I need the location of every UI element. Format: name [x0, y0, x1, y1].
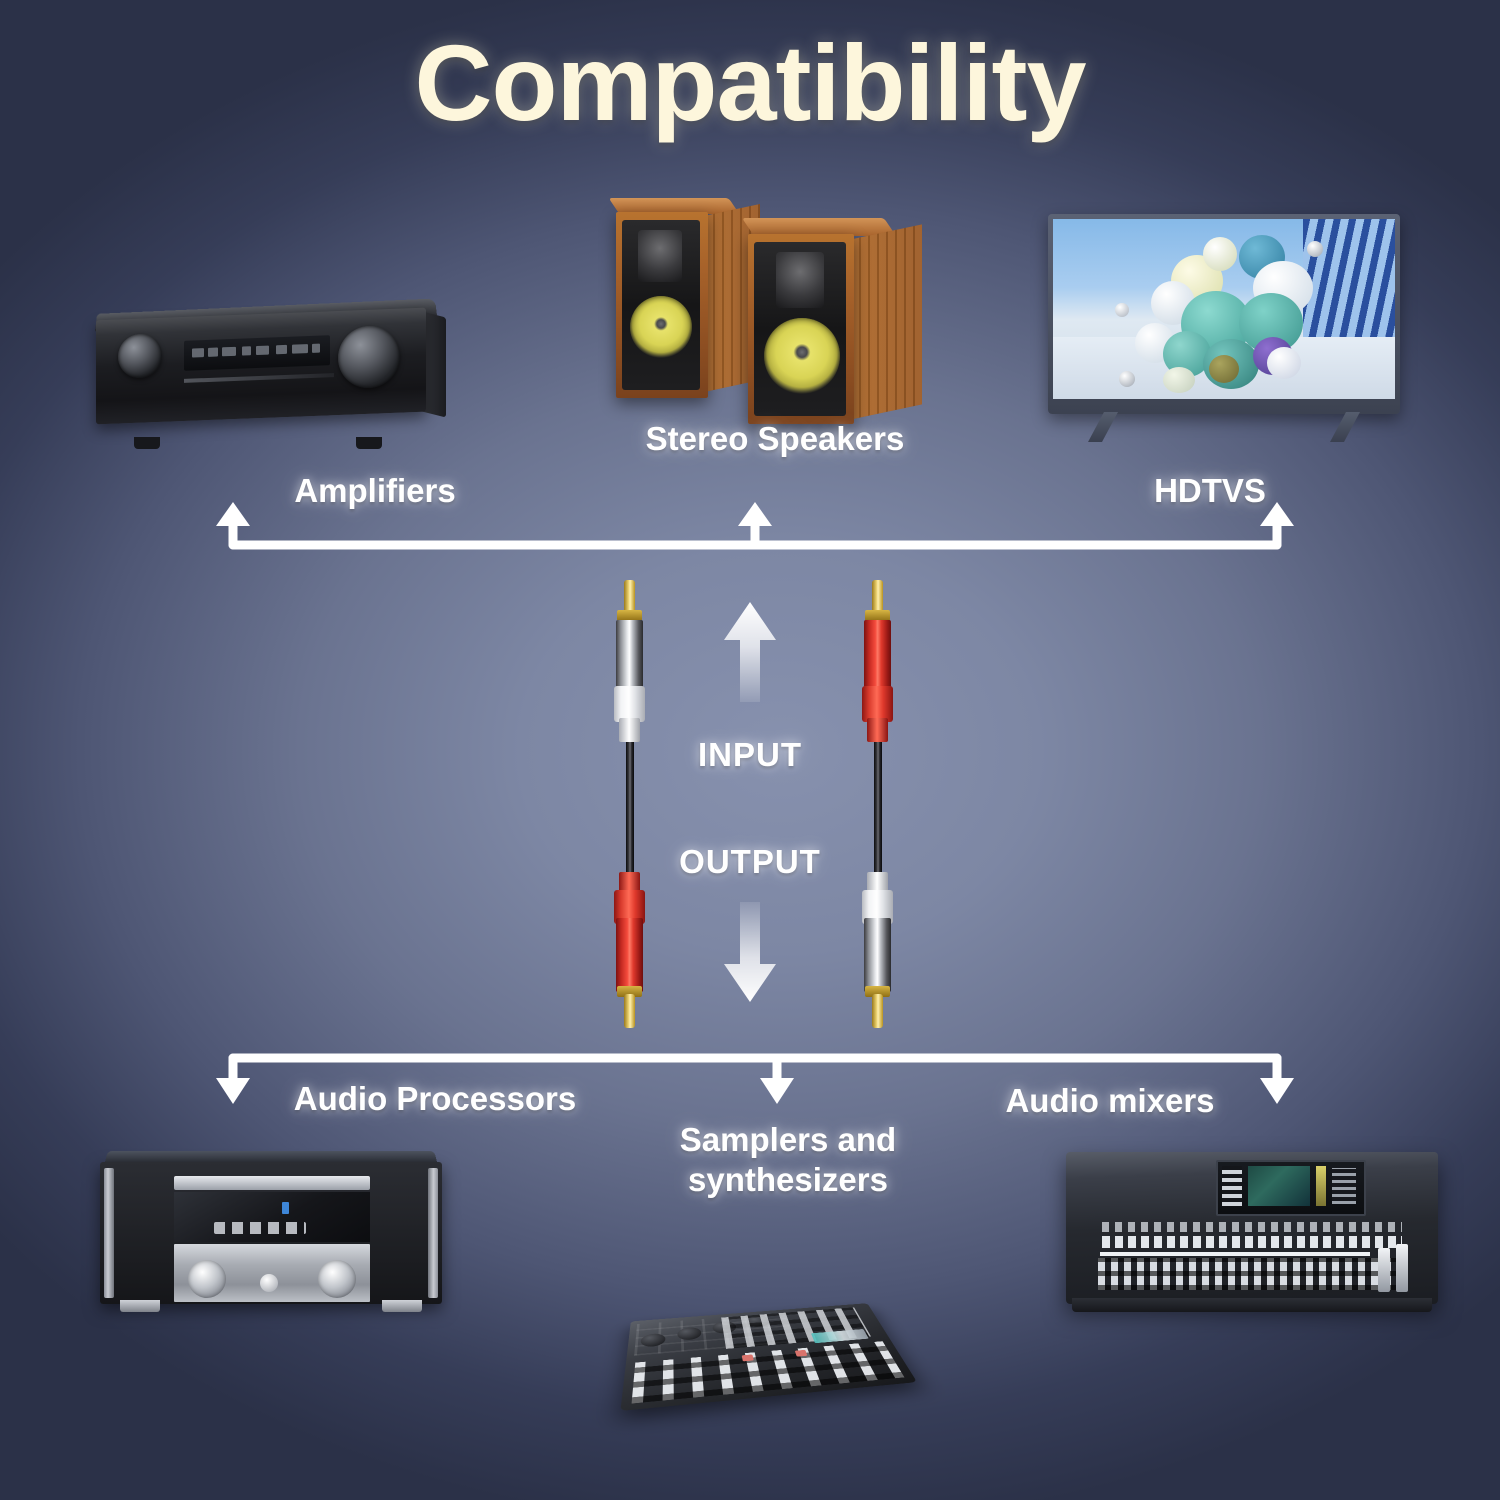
label-audio-processors: Audio Processors	[145, 1080, 725, 1118]
audio-processor-icon	[96, 1150, 448, 1330]
compact-mixer-icon	[624, 1222, 948, 1422]
label-samplers-synthesizers: Samplers and synthesizers	[608, 1120, 968, 1201]
label-input: INPUT	[640, 736, 860, 774]
output-flow-arrow	[722, 900, 778, 1004]
label-audio-mixers: Audio mixers	[940, 1082, 1280, 1120]
label-output: OUTPUT	[640, 843, 860, 881]
input-flow-arrow	[722, 600, 778, 704]
digital-mixing-console-icon	[1066, 1152, 1438, 1322]
